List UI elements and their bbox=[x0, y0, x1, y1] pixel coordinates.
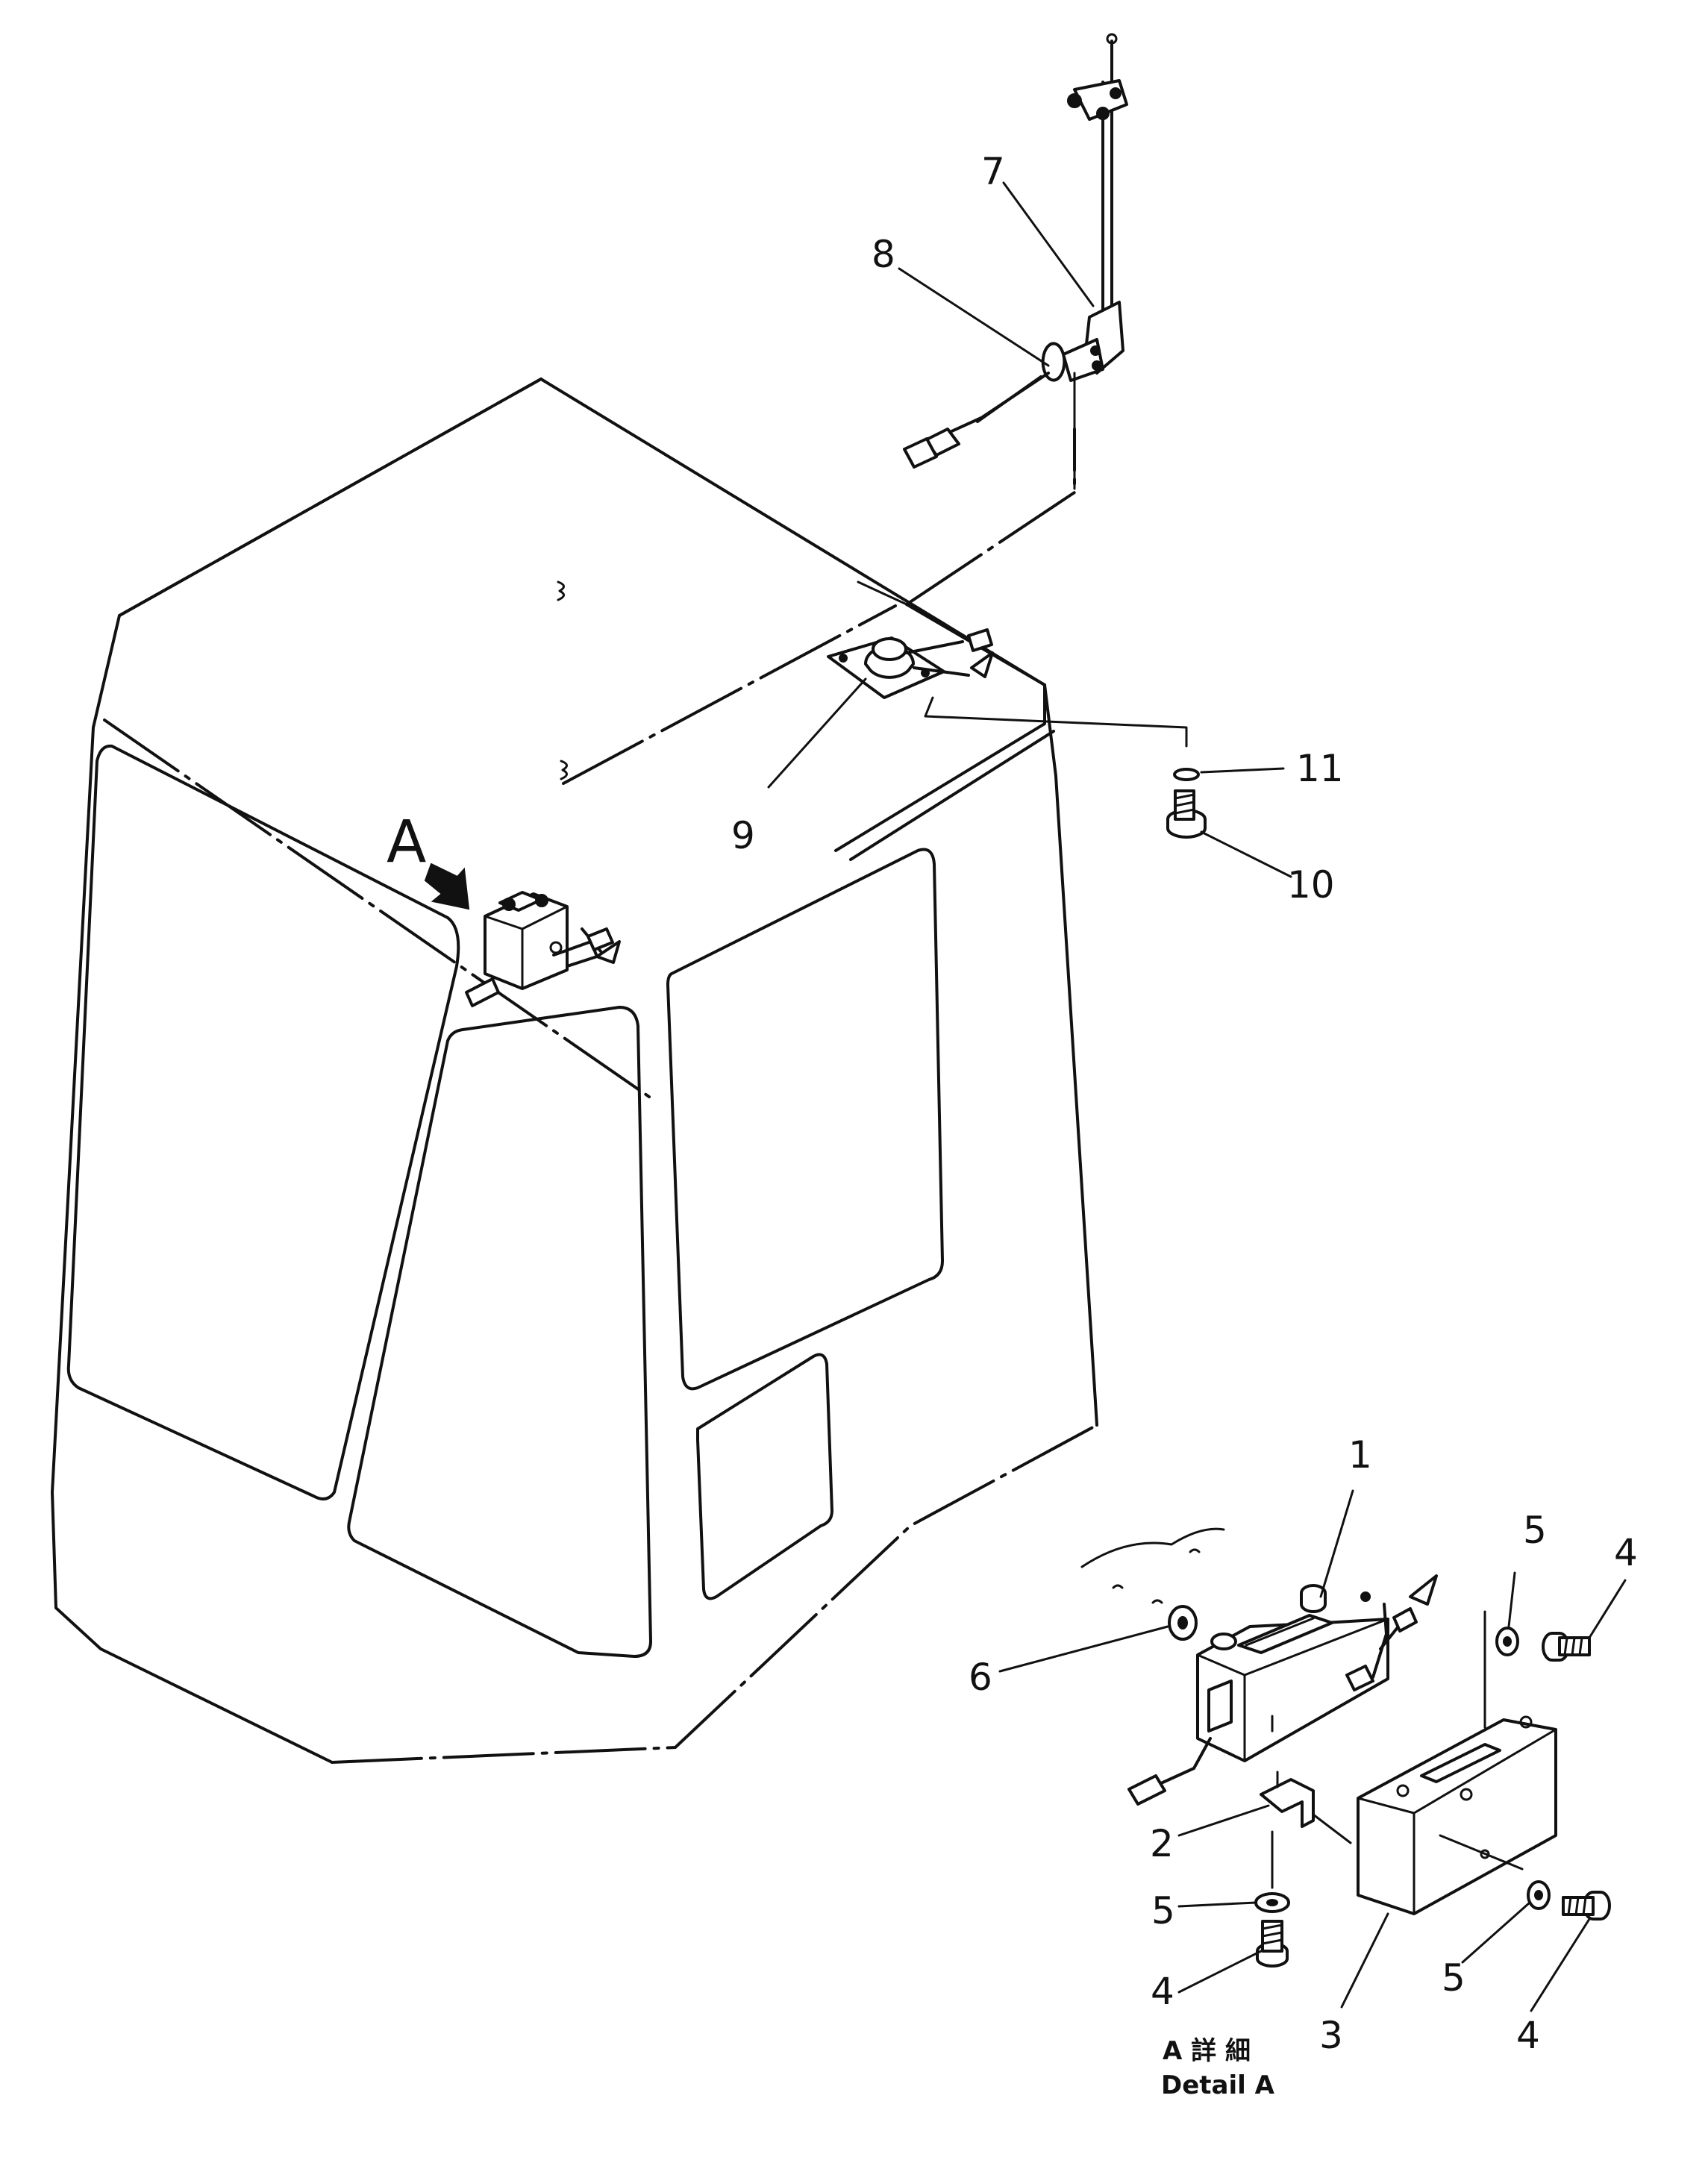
bolt-and-washer-10-11 bbox=[1166, 768, 1207, 839]
speaker bbox=[827, 628, 1188, 748]
callout-7: 7 bbox=[981, 150, 1005, 193]
callout-11: 11 bbox=[1296, 747, 1344, 790]
cab-body bbox=[51, 378, 1098, 1764]
callout-4-bottom: 4 bbox=[1151, 1970, 1174, 2013]
callout-10: 10 bbox=[1287, 863, 1335, 907]
callout-2: 2 bbox=[1150, 1822, 1174, 1865]
detail-caption-japanese: A 詳 細 bbox=[1163, 2036, 1251, 2066]
detail-a bbox=[1082, 1529, 1611, 1968]
callout-1: 1 bbox=[1348, 1433, 1372, 1477]
detail-caption-english: Detail A bbox=[1161, 2070, 1275, 2100]
view-a-arrow bbox=[424, 863, 470, 910]
radio-on-cab bbox=[465, 891, 621, 1007]
leader-lines bbox=[767, 181, 1627, 2012]
callout-4-lower-right: 4 bbox=[1516, 2014, 1540, 2057]
callout-8: 8 bbox=[872, 233, 895, 276]
callout-5-bottom: 5 bbox=[1151, 1889, 1175, 1932]
view-a-label: A bbox=[387, 809, 426, 876]
callout-6: 6 bbox=[969, 1656, 992, 1699]
callout-5-top: 5 bbox=[1523, 1509, 1547, 1552]
callout-3: 3 bbox=[1319, 2014, 1343, 2057]
callout-5-lower-right: 5 bbox=[1442, 1956, 1465, 2000]
callout-4-top: 4 bbox=[1614, 1531, 1638, 1574]
callout-9: 9 bbox=[731, 814, 755, 857]
antenna-assembly bbox=[903, 33, 1128, 490]
